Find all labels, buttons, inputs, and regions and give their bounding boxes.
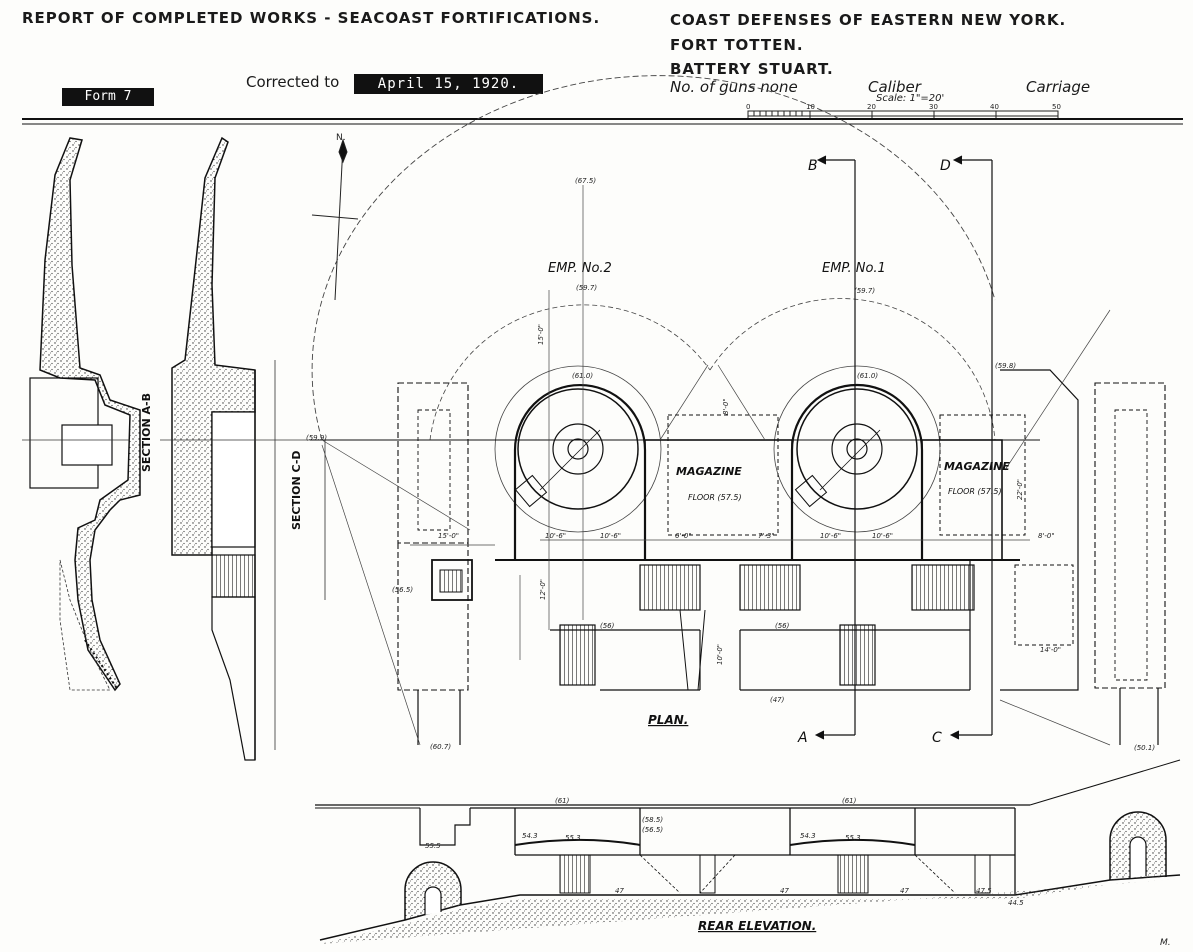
form-badge: Form 7 <box>62 88 154 106</box>
elevation-note: (61.0) <box>572 372 593 380</box>
scale-tick: 50 <box>1052 103 1061 111</box>
north-arrow <box>311 138 359 301</box>
dimension-note: 12'-0" <box>539 579 547 600</box>
elevation-note: (56) <box>775 622 790 630</box>
elevation-note: (56.5) <box>642 826 663 834</box>
dimension-note: 10'-6" <box>600 532 621 540</box>
magazine-left-label: MAGAZINE <box>676 465 742 478</box>
dimension-note: 7'-3" <box>758 532 775 540</box>
dimension-note: 10'-0" <box>716 644 724 665</box>
report-title: REPORT OF COMPLETED WORKS - SEACOAST FOR… <box>22 9 601 27</box>
elevation-note: 47.5 <box>976 887 992 895</box>
scale-tick: 10 <box>806 103 815 111</box>
elevation-note: 55.3 <box>565 834 581 842</box>
corrected-label: Corrected to <box>246 73 340 91</box>
elevation-note: (61) <box>555 797 570 805</box>
dimension-note: 10'-6" <box>872 532 893 540</box>
elevation-note: (59.9) <box>306 434 327 442</box>
scale-label: Scale: 1"=20' <box>876 93 945 104</box>
emp1-label: EMP. No.1 <box>822 261 886 276</box>
dimension-note: 8'-0" <box>1038 532 1055 540</box>
emp2-label: EMP. No.2 <box>548 261 612 276</box>
scale-tick: 20 <box>867 103 876 111</box>
magazine-right-label: MAGAZINE <box>944 460 1010 473</box>
rear-elevation-label: REAR ELEVATION. <box>698 919 816 933</box>
dimension-note: 10'-6" <box>820 532 841 540</box>
elevation-note: (50.1) <box>1134 744 1155 752</box>
dimension-note: 15'-0" <box>438 532 459 540</box>
elevation-note: (61) <box>842 797 857 805</box>
dimension-note: 15'-0" <box>537 324 545 345</box>
elevation-note: 47 <box>900 887 909 895</box>
carriage-label: Carriage <box>1026 78 1091 96</box>
plan-label: PLAN. <box>648 713 688 727</box>
plan-annotations: (67.5) (59.7) (59.7) (61.0) (61.0) (59.8… <box>306 177 1155 752</box>
elevation-note: (59.7) <box>576 284 597 292</box>
north-label: N. <box>336 133 346 143</box>
scale-bar <box>747 110 1059 118</box>
scale-tick: 30 <box>929 103 938 111</box>
section-ab-label: SECTION A-B <box>140 393 153 472</box>
dimension-note: 6'-0" <box>675 532 692 540</box>
cut-a-label: A <box>797 730 808 746</box>
scale-ticks: 0 10 20 30 40 50 <box>746 103 1061 111</box>
battery-title: BATTERY STUART. <box>670 60 834 78</box>
section-cd-label: SECTION C-D <box>290 450 303 530</box>
elevation-note: 44.5 <box>1008 899 1024 907</box>
elevation-note: (56) <box>600 622 615 630</box>
elevation-note: 55.3 <box>845 834 861 842</box>
elevation-note: (47) <box>770 696 785 704</box>
caliber-label: Caliber <box>868 78 921 96</box>
elevation-note: (67.5) <box>575 177 596 185</box>
scale-tick: 40 <box>990 103 999 111</box>
elevation-note: 55.5 <box>425 842 441 850</box>
dimension-note: 8'-0" <box>722 398 730 415</box>
section-cd <box>160 136 330 761</box>
elevation-note: (58.5) <box>642 816 663 824</box>
dimension-note: 14'-0" <box>1040 646 1061 654</box>
elevation-note: (60.7) <box>430 743 451 751</box>
elevation-note: (56.5) <box>392 586 413 594</box>
elevation-note: 47 <box>615 887 624 895</box>
elevation-note: (59.8) <box>995 362 1016 370</box>
guns-label: No. of guns none <box>670 78 798 96</box>
elevation-note: 54.3 <box>522 832 538 840</box>
scale-tick: 0 <box>746 103 750 111</box>
dimension-note: 22'-0" <box>1016 479 1024 500</box>
elevation-note: 47 <box>780 887 789 895</box>
corrected-date: April 15, 1920. <box>354 74 543 94</box>
plan-labels: EMP. No.2 EMP. No.1 MAGAZINE FLOOR (57.5… <box>548 158 1010 746</box>
fort-title: FORT TOTTEN. <box>670 36 804 54</box>
cut-d-label: D <box>940 158 951 174</box>
section-ab <box>22 137 141 692</box>
initials: M. <box>1160 938 1171 948</box>
elevation-note: 54.3 <box>800 832 816 840</box>
district-title: COAST DEFENSES OF EASTERN NEW YORK. <box>670 11 1067 29</box>
cut-c-label: C <box>932 730 942 746</box>
rear-elevation-annotations: (61) (61) 54.3 55.3 54.3 55.3 55.5 47 47… <box>425 797 1024 907</box>
elevation-note: (59.7) <box>854 287 875 295</box>
dimension-note: 10'-6" <box>545 532 566 540</box>
rear-elevation <box>315 759 1181 944</box>
magazine-left-floor: FLOOR (57.5) <box>688 493 742 502</box>
elevation-note: (61.0) <box>857 372 878 380</box>
cut-b-label: B <box>808 158 818 174</box>
magazine-right-floor: FLOOR (57.5) <box>948 487 1002 496</box>
plan-view <box>310 75 1166 746</box>
